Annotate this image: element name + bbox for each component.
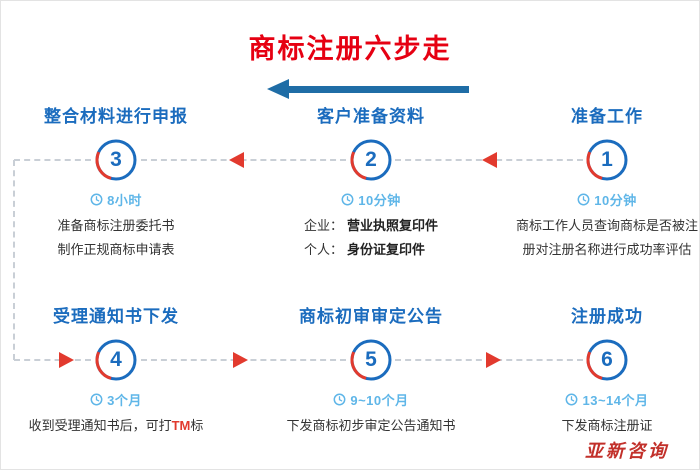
flow-arrowhead-left-icon	[229, 152, 244, 168]
step-4-title: 受理通知书下发	[53, 307, 179, 326]
step-1-duration-label: 10分钟	[594, 192, 637, 208]
step-5-title: 商标初审审定公告	[299, 307, 443, 326]
step-2-number: 2	[365, 148, 377, 171]
circle-ring-icon	[350, 339, 392, 381]
desc-line: 下发商标注册证	[561, 418, 653, 433]
connector-3-to-edge	[14, 159, 91, 161]
step-6-circle: 6	[585, 338, 629, 382]
page-title: 商标注册六步走	[248, 34, 452, 64]
circle-ring-icon	[586, 339, 628, 381]
connector-left-vertical	[13, 160, 15, 360]
step-6-title: 注册成功	[571, 307, 643, 326]
step-1-title: 准备工作	[571, 107, 643, 126]
desc-text: 收到受理通知书后，可打	[28, 418, 172, 433]
step-2-description: 企业： 营业执照复印件 个人：身份证复印件	[304, 214, 438, 262]
circle-ring-icon	[350, 139, 392, 181]
step-1: 准备工作 1 10分钟 商标工作人员查询商标是否被注 册对注册名称进行成功率评估	[501, 105, 699, 262]
step-5: 商标初审审定公告 5 9~10个月 下发商标初步审定公告通知书	[261, 305, 481, 438]
connector-edge-to-4	[14, 359, 91, 361]
step-2-title: 客户准备资料	[317, 107, 425, 126]
circle-ring-icon	[95, 339, 137, 381]
arrow-bar	[289, 85, 469, 93]
flow-arrowhead-right-icon	[59, 352, 74, 368]
desc-line: 下发商标初步审定公告通知书	[286, 418, 456, 433]
clock-icon	[333, 393, 346, 405]
step-2-duration: 10分钟	[341, 191, 401, 208]
step-3-circle: 3	[94, 138, 138, 182]
desc-row-label: 个人：	[303, 242, 343, 258]
clock-icon	[577, 193, 590, 205]
step-3: 整合材料进行申报 3 8小时 准备商标注册委托书 制作正规商标申请表	[11, 105, 221, 262]
tm-mark: TM	[171, 418, 191, 433]
step-6-number: 6	[601, 348, 613, 371]
step-2: 客户准备资料 2 10分钟 企业： 营业执照复印件 个人：身份证复印件	[261, 105, 481, 262]
step-3-duration: 8小时	[90, 191, 142, 208]
flow-arrowhead-left-icon	[482, 152, 497, 168]
desc-line: 册对注册名称进行成功率评估	[522, 242, 692, 258]
step-1-number: 1	[601, 148, 613, 171]
circle-ring-icon	[95, 139, 137, 181]
desc-row: 个人：身份证复印件	[304, 238, 438, 262]
step-5-description: 下发商标初步审定公告通知书	[286, 414, 455, 438]
step-2-circle: 2	[349, 138, 393, 182]
clock-icon	[341, 193, 354, 205]
flow-arrowhead-right-icon	[486, 352, 501, 368]
arrow-head	[267, 79, 289, 99]
desc-row-label: 企业：	[303, 218, 343, 233]
step-4-duration: 3个月	[90, 391, 142, 408]
desc-row-value: 营业执照复印件	[347, 218, 439, 233]
step-3-duration-label: 8小时	[107, 192, 142, 208]
step-3-number: 3	[110, 148, 122, 171]
step-4-description: 收到受理通知书后，可打TM标	[29, 414, 204, 438]
step-6-description: 下发商标注册证	[561, 414, 652, 438]
desc-row: 企业： 营业执照复印件	[304, 214, 438, 238]
desc-line: 商标工作人员查询商标是否被注	[515, 218, 698, 233]
step-5-duration-label: 9~10个月	[350, 392, 409, 408]
step-4-duration-label: 3个月	[107, 392, 142, 408]
flow-arrowhead-right-icon	[233, 352, 248, 368]
circle-ring-icon	[586, 139, 628, 181]
step-3-description: 准备商标注册委托书 制作正规商标申请表	[57, 214, 174, 262]
step-1-description: 商标工作人员查询商标是否被注 册对注册名称进行成功率评估	[516, 214, 698, 262]
step-6-duration: 13~14个月	[565, 391, 649, 408]
step-5-circle: 5	[349, 338, 393, 382]
clock-icon	[566, 393, 578, 405]
step-4-circle: 4	[94, 338, 138, 382]
step-4: 受理通知书下发 4 3个月 收到受理通知书后，可打TM标	[11, 305, 221, 438]
step-5-duration: 9~10个月	[333, 391, 409, 408]
step-4-number: 4	[110, 348, 122, 371]
step-1-duration: 10分钟	[577, 191, 637, 208]
step-2-duration-label: 10分钟	[358, 192, 401, 208]
step-5-number: 5	[365, 348, 377, 371]
clock-icon	[90, 193, 103, 205]
title-underline-arrow-icon	[267, 79, 469, 99]
step-6: 注册成功 6 13~14个月 下发商标注册证	[501, 305, 699, 438]
step-6-duration-label: 13~14个月	[582, 392, 649, 408]
desc-text: 标	[190, 418, 204, 433]
desc-line: 制作正规商标申请表	[57, 242, 175, 258]
desc-row-value: 身份证复印件	[347, 242, 426, 258]
clock-icon	[90, 393, 103, 405]
step-1-circle: 1	[585, 138, 629, 182]
desc-line: 准备商标注册委托书	[57, 218, 175, 233]
brand-watermark: 亚新咨询	[585, 441, 669, 461]
step-3-title: 整合材料进行申报	[44, 107, 188, 126]
